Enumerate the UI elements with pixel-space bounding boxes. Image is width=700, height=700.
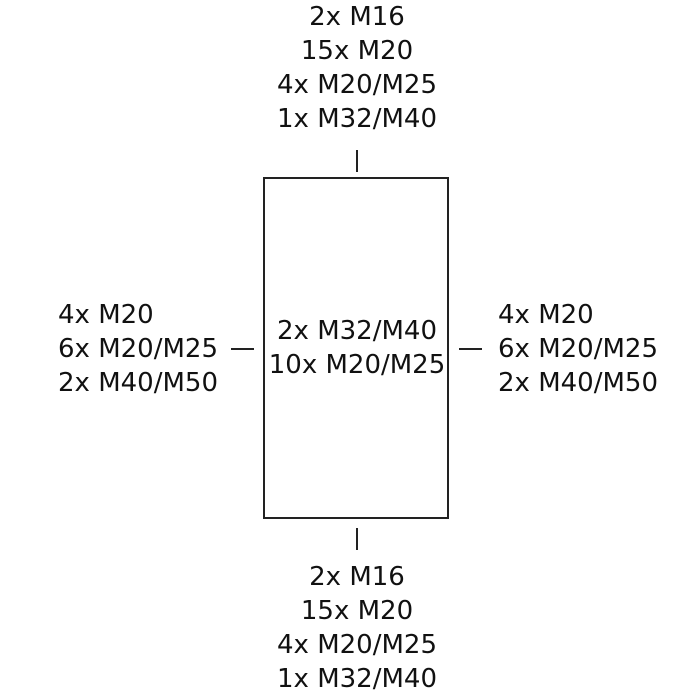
bottom-entry: 15x M20 (300, 596, 414, 626)
left-leader-line (231, 348, 254, 350)
left-entries-label: 4x M20 6x M20/M25 2x M40/M50 (58, 298, 218, 400)
top-entry: 15x M20 (300, 36, 414, 66)
back-entry: 10x M20/M25 (268, 350, 446, 380)
bottom-entry: 1x M32/M40 (277, 664, 437, 694)
back-wall-entries-label: 2x M32/M40 10x M20/M25 (264, 314, 450, 382)
back-entry: 2x M32/M40 (277, 316, 437, 346)
top-entries-label: 2x M16 15x M20 4x M20/M25 1x M32/M40 (257, 0, 457, 136)
top-entry: 2x M16 (309, 2, 405, 32)
top-entry: 4x M20/M25 (277, 70, 437, 100)
top-leader-line (356, 150, 358, 172)
right-entry: 6x M20/M25 (498, 334, 658, 364)
left-entry: 4x M20 (58, 300, 154, 330)
bottom-entry: 4x M20/M25 (277, 630, 437, 660)
right-entry: 2x M40/M50 (498, 368, 658, 398)
top-entry: 1x M32/M40 (277, 104, 437, 134)
right-leader-line (459, 348, 482, 350)
right-entries-label: 4x M20 6x M20/M25 2x M40/M50 (498, 298, 658, 400)
left-entry: 2x M40/M50 (58, 368, 218, 398)
enclosure-outline (263, 177, 449, 519)
bottom-entry: 2x M16 (309, 562, 405, 592)
bottom-leader-line (356, 528, 358, 550)
left-entry: 6x M20/M25 (58, 334, 218, 364)
right-entry: 4x M20 (498, 300, 594, 330)
bottom-entries-label: 2x M16 15x M20 4x M20/M25 1x M32/M40 (257, 560, 457, 696)
